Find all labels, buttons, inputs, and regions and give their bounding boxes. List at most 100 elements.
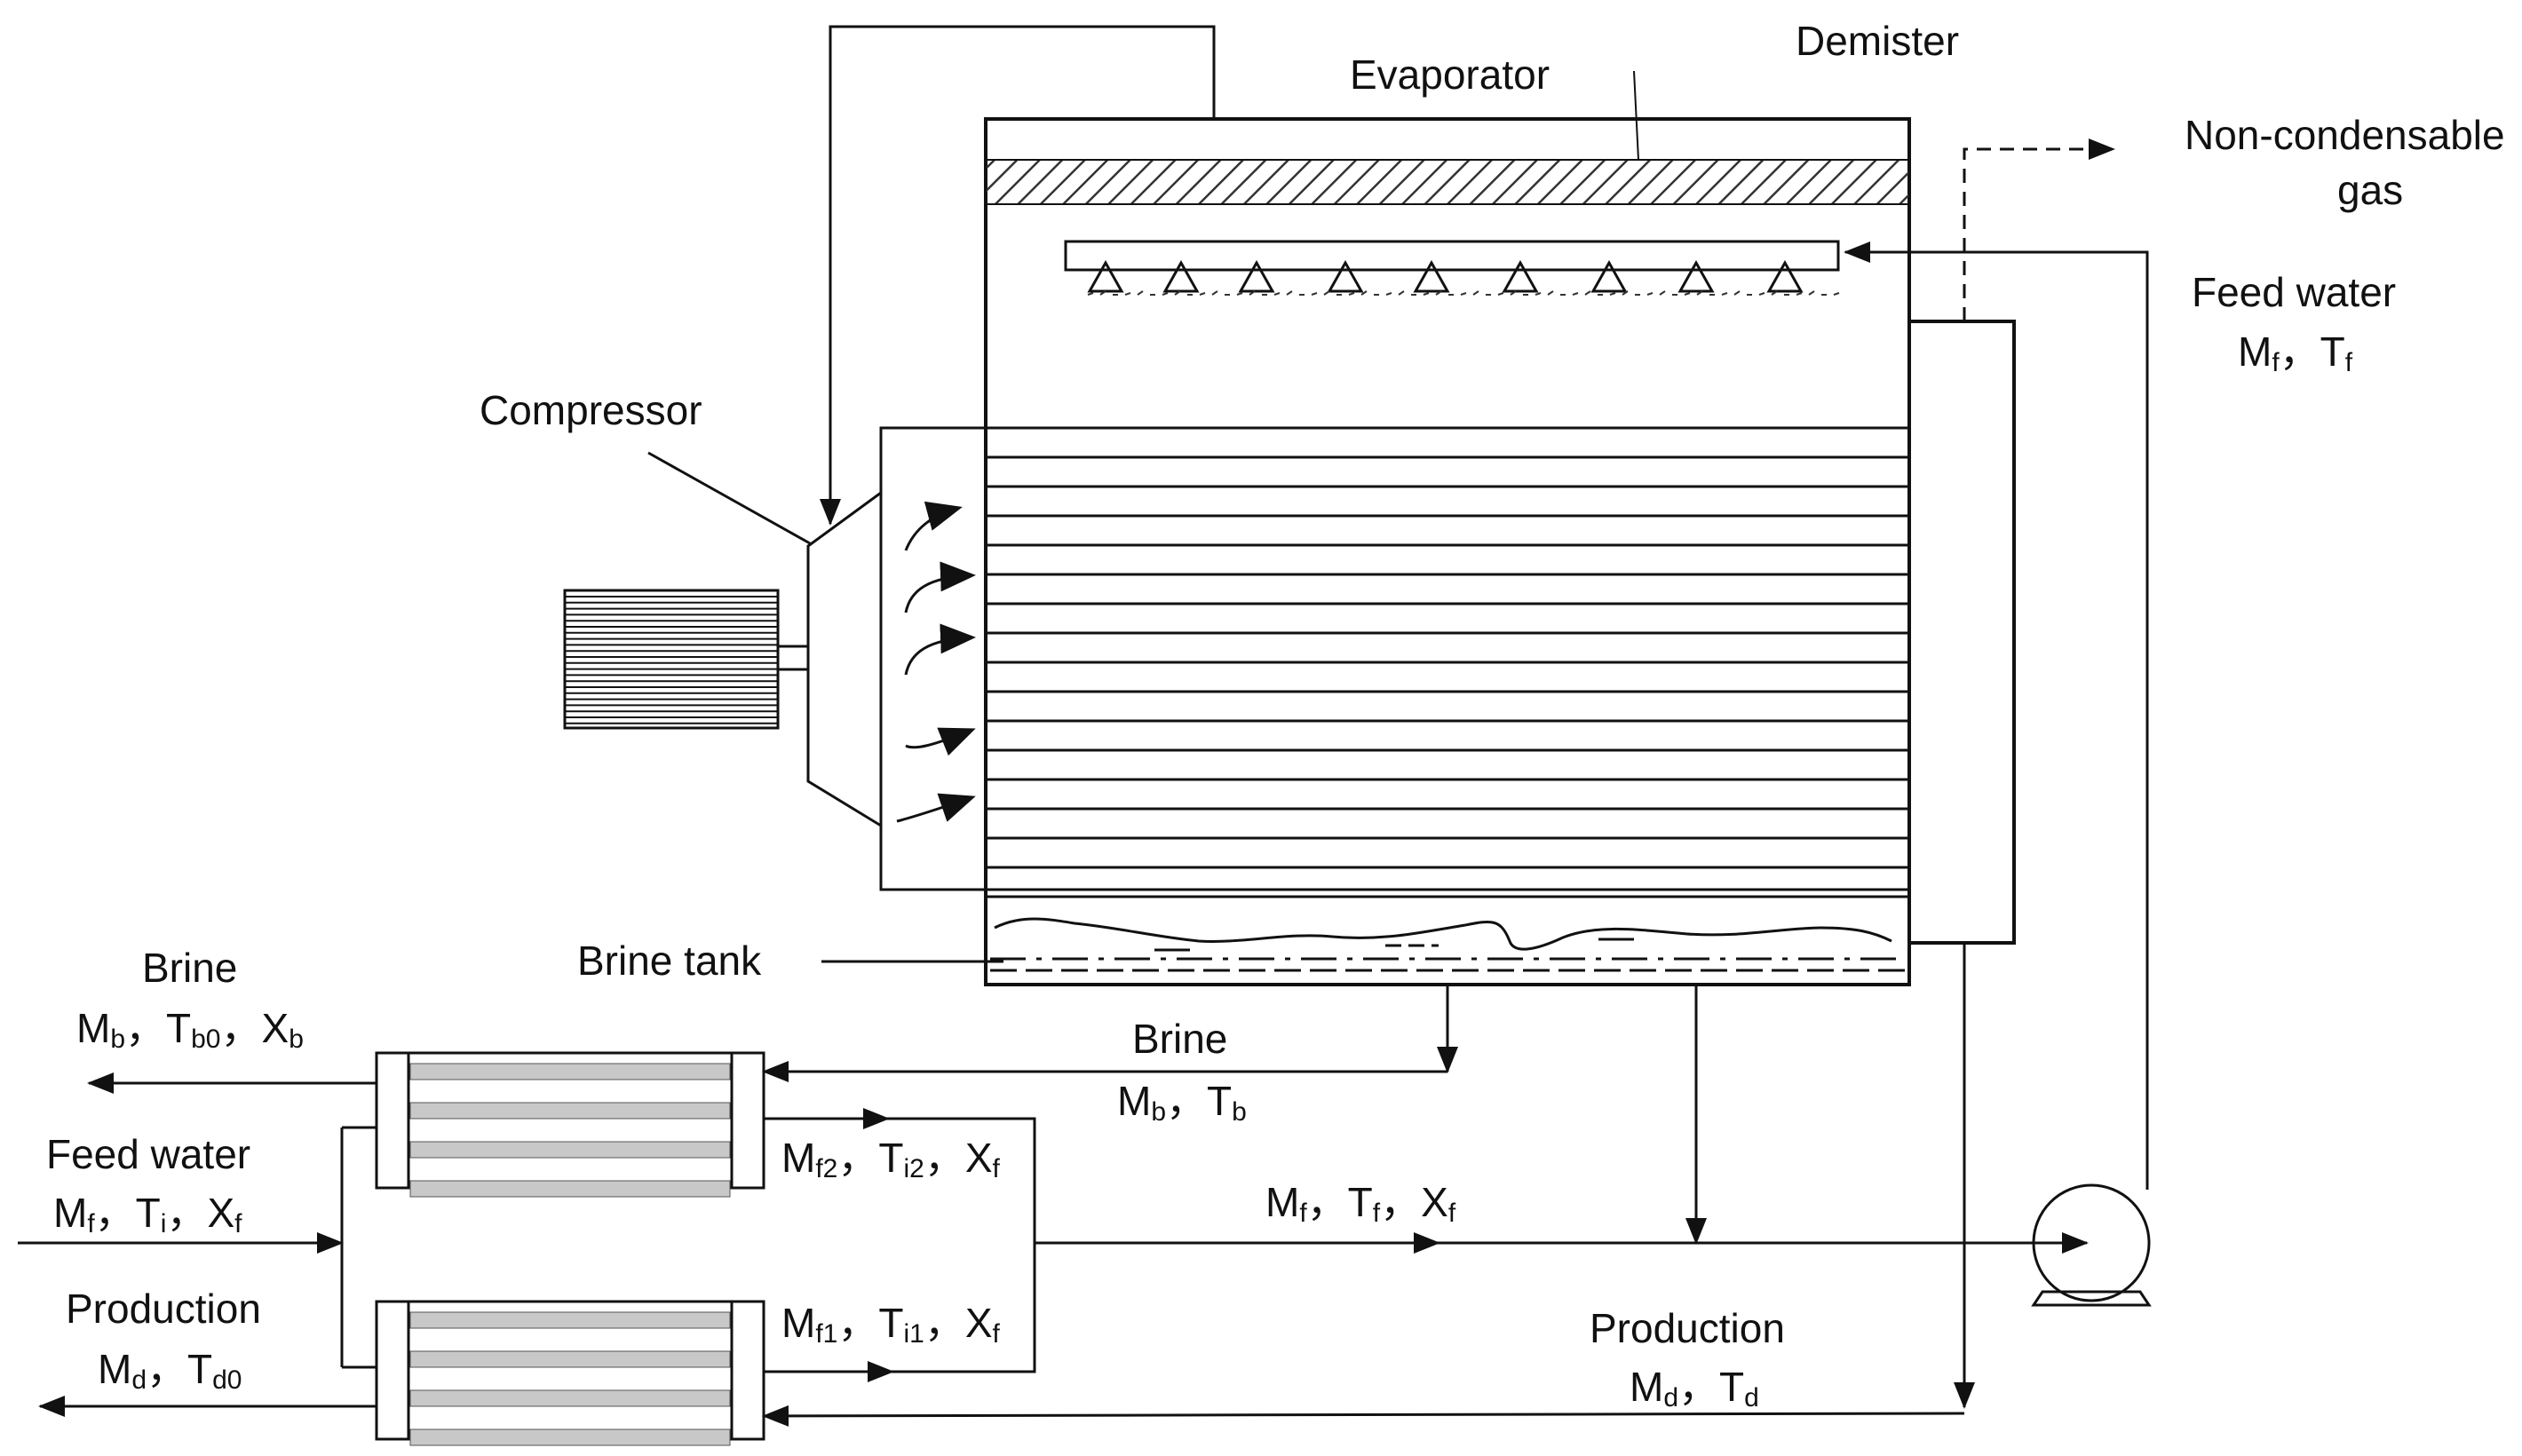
spray-droplet bbox=[1808, 290, 1815, 296]
label-production-left-vars: Md，Td0 bbox=[98, 1346, 242, 1395]
spray-droplet bbox=[1460, 292, 1467, 296]
spray-nozzle bbox=[1590, 259, 1628, 293]
spray-nozzle bbox=[1327, 259, 1364, 293]
spray-droplet bbox=[1236, 292, 1243, 296]
heat-exchanger-bottom bbox=[375, 1300, 765, 1446]
spray-droplet bbox=[1535, 292, 1542, 296]
hx-tube bbox=[409, 1141, 731, 1159]
spray-nozzle bbox=[1238, 259, 1275, 293]
hx-tube bbox=[409, 1428, 731, 1446]
spray-nozzle bbox=[1766, 259, 1804, 293]
vapor-line bbox=[820, 25, 1216, 526]
spray-droplet bbox=[1622, 290, 1629, 296]
spray-droplet bbox=[1162, 292, 1169, 296]
spray-nozzle bbox=[1413, 259, 1450, 293]
spray-droplet bbox=[1771, 290, 1778, 296]
spray-droplet bbox=[1385, 292, 1392, 296]
spray-droplet bbox=[1360, 290, 1368, 296]
spray-droplet bbox=[1696, 290, 1703, 296]
compressor-leader bbox=[647, 451, 811, 545]
label-feed-water-right: Feed water bbox=[2192, 269, 2396, 315]
tube-bundle bbox=[984, 426, 1911, 898]
hx-tube bbox=[409, 1180, 731, 1198]
spray-droplet bbox=[1211, 290, 1218, 296]
heat-exchanger-top bbox=[375, 1051, 765, 1198]
compressor-casing bbox=[879, 426, 987, 891]
spray-nozzle bbox=[1162, 259, 1200, 293]
piping bbox=[18, 241, 2149, 1427]
label-brine-mid-vars: Mb，Tb bbox=[1117, 1078, 1247, 1127]
label-merged-feed-vars: Mf，Tf，Xf bbox=[1265, 1179, 1456, 1228]
non-condensable-vent-line bbox=[1963, 138, 2115, 321]
hx-tube bbox=[409, 1063, 731, 1080]
condensate-column bbox=[1907, 320, 2016, 945]
spray-droplet bbox=[1721, 292, 1728, 296]
spray-droplet bbox=[1758, 292, 1765, 296]
label-brine-left-vars: Mb，Tb0，Xb bbox=[76, 1005, 304, 1054]
spray-droplet bbox=[1286, 290, 1293, 296]
spray-droplet bbox=[1659, 290, 1666, 296]
label-brine-mid: Brine bbox=[1132, 1016, 1227, 1062]
compressor-shaft bbox=[776, 645, 810, 671]
compressor-cone bbox=[806, 490, 883, 828]
spray-droplet bbox=[1646, 292, 1654, 296]
label-production-left: Production bbox=[66, 1286, 261, 1332]
spray-droplet bbox=[1087, 292, 1094, 296]
brine-tank-liquid bbox=[990, 917, 1905, 972]
spray-droplet bbox=[1137, 290, 1144, 296]
spray-droplet bbox=[1398, 290, 1405, 296]
spray-droplet bbox=[1174, 290, 1181, 296]
spray-droplet bbox=[1423, 292, 1430, 296]
spray-droplet bbox=[1572, 292, 1579, 296]
label-feed-water-right-vars: Mf，Tf bbox=[2238, 328, 2353, 377]
spray-droplet bbox=[1323, 290, 1330, 296]
spray-droplet bbox=[1472, 290, 1479, 296]
compressor bbox=[563, 426, 987, 891]
spray-droplet bbox=[1249, 290, 1256, 296]
spray-droplet bbox=[1584, 290, 1591, 296]
spray-droplet bbox=[1124, 292, 1131, 296]
feed-pump bbox=[2031, 1183, 2152, 1307]
spray-droplet bbox=[1609, 292, 1616, 296]
spray-droplet bbox=[1199, 292, 1206, 296]
spray-nozzles bbox=[1087, 259, 1840, 296]
spray-header bbox=[1064, 240, 1840, 296]
spray-droplet bbox=[1348, 292, 1355, 296]
label-feed-water-left: Feed water bbox=[46, 1131, 250, 1177]
label-production-right: Production bbox=[1590, 1305, 1785, 1351]
label-feed-water-left-vars: Mf，Ti，Xf bbox=[53, 1190, 242, 1238]
spray-droplet bbox=[1099, 290, 1106, 296]
compressor-motor bbox=[563, 589, 780, 730]
spray-droplet bbox=[1510, 290, 1517, 296]
label-hx-bottom-out-vars: Mf1，Ti1，Xf bbox=[781, 1300, 1001, 1349]
label-production-right-vars: Md，Td bbox=[1630, 1364, 1759, 1412]
evaporator-vessel bbox=[984, 117, 1911, 986]
spray-nozzle bbox=[1677, 259, 1715, 293]
spray-nozzle bbox=[1502, 259, 1539, 293]
spray-droplet bbox=[1497, 292, 1504, 296]
spray-droplet bbox=[1796, 292, 1803, 296]
demister-leader bbox=[1633, 70, 1639, 161]
hx-tube bbox=[409, 1102, 731, 1120]
spray-droplet bbox=[1833, 292, 1840, 296]
spray-droplet bbox=[1273, 292, 1281, 296]
label-demister: Demister bbox=[1796, 18, 1959, 64]
spray-droplet bbox=[1684, 292, 1691, 296]
spray-droplet bbox=[1435, 290, 1442, 296]
spray-nozzle bbox=[1087, 259, 1124, 293]
hx-tube bbox=[409, 1350, 731, 1368]
label-brine-left: Brine bbox=[142, 945, 237, 991]
spray-droplet bbox=[1311, 292, 1318, 296]
label-non-condensable-gas: gas bbox=[2337, 167, 2403, 213]
demister-mesh bbox=[985, 159, 1910, 205]
hx-tube bbox=[409, 1311, 731, 1329]
label-brine-tank: Brine tank bbox=[577, 938, 762, 984]
label-compressor: Compressor bbox=[480, 387, 702, 433]
label-hx-top-out-vars: Mf2，Ti2，Xf bbox=[781, 1135, 1001, 1183]
spray-droplet bbox=[1733, 290, 1741, 296]
spray-droplet bbox=[1547, 290, 1554, 296]
hx-tube bbox=[409, 1389, 731, 1407]
label-evaporator: Evaporator bbox=[1350, 51, 1550, 98]
